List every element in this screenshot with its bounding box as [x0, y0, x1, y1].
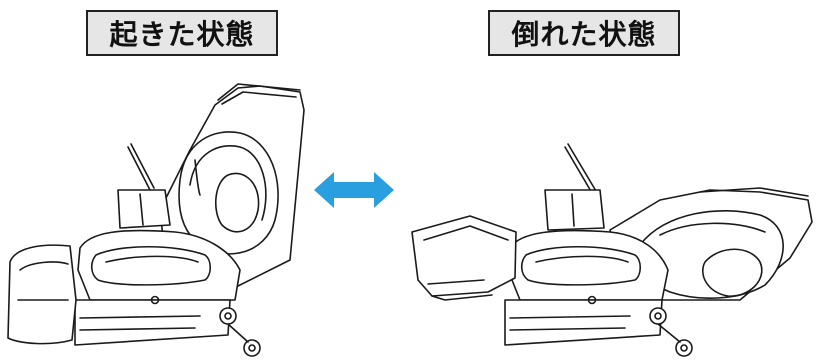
label-reclined-state: 倒れた状態: [488, 10, 680, 56]
label-upright-state: 起きた状態: [86, 10, 278, 56]
double-arrow-icon: [314, 172, 394, 208]
